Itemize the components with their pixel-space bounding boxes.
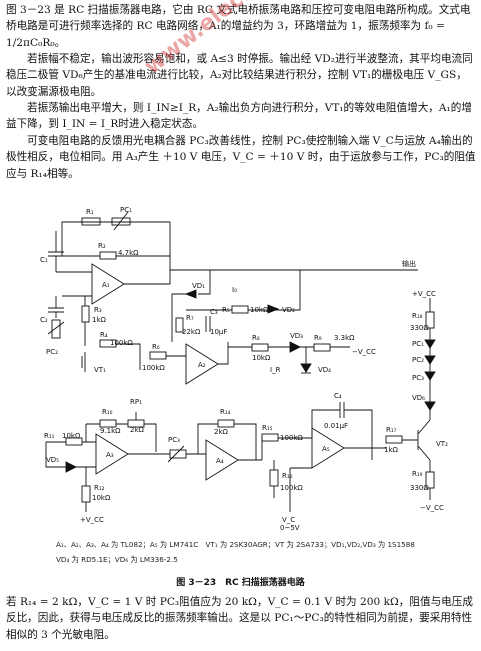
label-r7: R₇ [186, 314, 194, 322]
label-r8-value: 10kΩ [252, 354, 271, 362]
label-vt1: VT₁ [94, 366, 106, 374]
label-r8: R₈ [252, 334, 260, 342]
label-r17: R₁₇ [386, 426, 397, 434]
paragraph-conclusion: 若 R₁₄ = 2 kΩ，V_C = 1 V 时 PC₃阻值应为 20 kΩ，V… [6, 596, 473, 641]
label-r17-value: 1kΩ [384, 446, 399, 454]
label-r15: R₁₅ [262, 424, 273, 432]
label-r7-value: 22kΩ [182, 328, 201, 336]
label-vcc-neg: −V_CC [352, 348, 376, 356]
paragraph-amplitude: 若振幅不稳定，输出波形容易饱和，或 A≤3 时停振。输出经 VD₂进行半波整流，… [6, 53, 473, 98]
label-a2: A₂ [198, 361, 206, 369]
label-r4-value: 100kΩ [110, 339, 133, 347]
label-r16: R₁₆ [282, 472, 293, 480]
label-r2-value: 4.7kΩ [118, 249, 139, 257]
label-pc2: PC₂ [46, 348, 58, 356]
component-note-1: A₁、A₂、A₃、A₄ 为 TL082；A₅ 为 LM741C VT₁ 为 2S… [56, 540, 415, 549]
label-r11-value: 10kΩ [62, 432, 81, 440]
label-vcc-neg-2: −V_CC [420, 504, 444, 512]
label-vd5: VD₅ [46, 456, 59, 464]
label-vd4: VD₄ [318, 366, 331, 374]
label-r6-value: 100kΩ [142, 364, 165, 372]
label-vt2: VT₂ [436, 440, 448, 448]
label-r14: R₁₄ [220, 408, 231, 416]
label-r19-value: 330Ω [410, 484, 429, 492]
label-vd3: VD₃ [290, 332, 303, 340]
label-r10: R₁₀ [102, 408, 113, 416]
label-vd1: VD₁ [192, 282, 205, 290]
label-pc1-led: PC₁ [412, 340, 424, 348]
label-vd6: VD₆ [412, 394, 425, 402]
label-a4: A₄ [216, 457, 224, 465]
label-pc2-led: PC₂ [412, 356, 424, 364]
label-output: 输出 [402, 259, 416, 268]
label-r6: R₆ [152, 343, 160, 351]
label-r3-value: 1kΩ [92, 316, 107, 324]
label-c4-value: 0.01μF [324, 422, 348, 430]
label-r9: R₉ [314, 334, 322, 342]
label-vcc-pos: +V_CC [412, 290, 436, 298]
label-a3: A₃ [106, 451, 114, 459]
label-a1: A₁ [102, 281, 110, 289]
component-note-2: VD₄ 为 RD5.1E；VD₆ 为 LM336-2.5 [56, 555, 178, 564]
label-r4: R₄ [100, 331, 108, 339]
label-pc3-led: PC₃ [412, 374, 424, 382]
label-r19: R₁₉ [412, 470, 423, 478]
label-vc-range: 0~5V [280, 524, 300, 532]
label-c3-value: 10μF [210, 328, 227, 336]
label-r16-value: 100kΩ [280, 484, 303, 492]
label-ir: I_R [270, 366, 281, 374]
label-c1: C₁ [40, 256, 48, 264]
label-rp1-value: 2kΩ [130, 426, 145, 434]
label-r14-value: 2kΩ [214, 428, 229, 436]
label-c3: C₃ [210, 308, 218, 316]
figure-caption: 图 3－23 RC 扫描振荡器电路 [176, 578, 305, 588]
paragraph-stable: 若振荡输出电平增大，则 I_IN≥I_R，A₂输出负方向进行积分，VT₁的等效电… [6, 102, 472, 131]
label-r2: R₂ [98, 242, 106, 250]
label-r18: R₁₈ [412, 312, 423, 320]
label-r12-value: 10kΩ [92, 494, 111, 502]
label-r9-value: 3.3kΩ [334, 334, 355, 342]
label-pc1: PC₁ [120, 206, 132, 214]
label-vcc3: +V_CC [80, 516, 104, 524]
label-c4: C₄ [334, 392, 342, 400]
label-r18-value: 330Ω [410, 324, 429, 332]
label-r12: R₁₂ [94, 484, 105, 492]
label-r3: R₃ [94, 306, 102, 314]
paragraph-variable-resistor: 可变电阻电路的反馈用光电耦合器 PC₃改善线性，控制 PC₃使控制输入端 V_C… [6, 135, 476, 180]
label-c2: C₂ [40, 316, 48, 324]
label-a5: A₅ [322, 445, 330, 453]
paragraph-intro: 图 3－23 是 RC 扫描振荡器电路，它由 RC 文式电桥振荡电路和压控可变电… [6, 4, 471, 49]
label-pc3: PC₃ [168, 436, 180, 444]
label-rp1: RP₁ [130, 398, 142, 406]
label-vc: V_C [282, 516, 295, 524]
label-r11: R₁₁ [44, 432, 55, 440]
label-io: I₀ [232, 286, 237, 294]
label-r10-value: 9.1kΩ [100, 427, 121, 435]
label-r1: R₁ [86, 208, 94, 216]
